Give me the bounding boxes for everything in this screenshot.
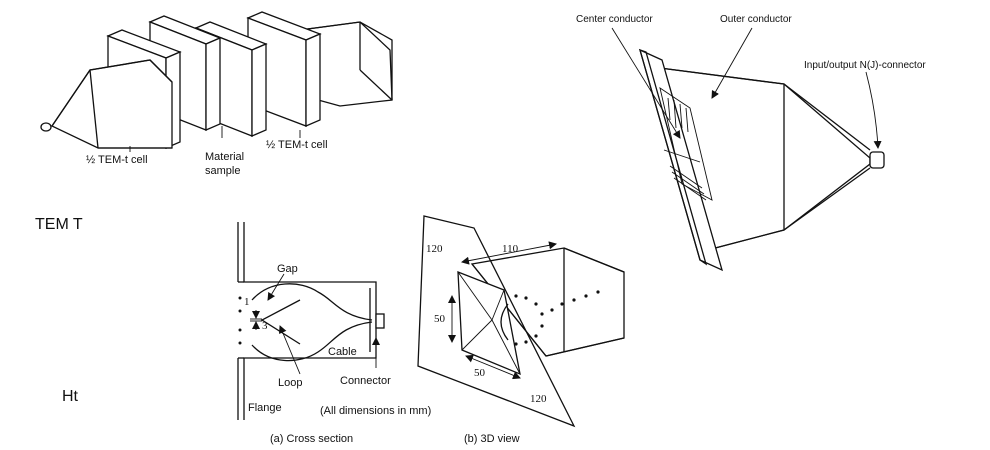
- label-loop: Loop: [278, 377, 302, 389]
- label-outer-conductor: Outer conductor: [720, 14, 792, 25]
- label-half-cell-right: ½ TEM-t cell: [266, 139, 328, 151]
- label-dim-3: 3: [262, 320, 268, 332]
- caption-3d-view: (b) 3D view: [464, 433, 520, 445]
- 3d-view-drawing: [417, 215, 625, 428]
- label-gap: Gap: [277, 263, 298, 275]
- label-dim-120-left: 120: [426, 243, 443, 255]
- label-dim-50-vertical: 50: [434, 313, 446, 325]
- caption-cross-section: (a) Cross section: [270, 433, 353, 445]
- cross-section-drawing: [237, 222, 385, 420]
- horn-drawing: [611, 27, 885, 272]
- label-dim-1: 1: [244, 296, 250, 308]
- cross-connector: [375, 313, 385, 329]
- label-all-dimensions: (All dimensions in mm): [320, 405, 431, 417]
- horn-connector: [869, 151, 885, 169]
- label-half-cell-left: ½ TEM-t cell: [86, 154, 148, 166]
- label-cable: Cable: [328, 346, 357, 358]
- label-horn-connector: Input/output N(J)-connector: [804, 60, 926, 71]
- label-tem-t: TEM T: [35, 216, 83, 233]
- left-connector-tip: [40, 122, 52, 132]
- label-ht: Ht: [62, 388, 79, 405]
- label-dim-120-bottom: 120: [530, 393, 547, 405]
- label-flange: Flange: [248, 402, 282, 414]
- tem-t-cell-drawing: [40, 11, 393, 152]
- label-material: Material: [205, 151, 244, 163]
- label-dim-110: 110: [502, 243, 519, 255]
- label-dim-50-bottom: 50: [474, 367, 486, 379]
- label-connector: Connector: [340, 375, 391, 387]
- label-sample: sample: [205, 165, 240, 177]
- label-center-conductor: Center conductor: [576, 14, 653, 25]
- left-horn-body: [51, 59, 173, 149]
